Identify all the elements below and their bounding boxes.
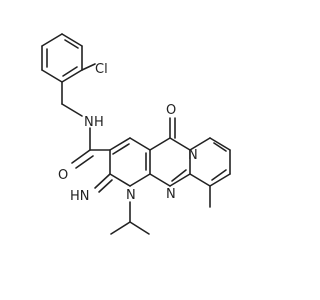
ch2-n-bond: [61, 103, 83, 117]
amide-nitrogen-label: N: [84, 115, 94, 130]
molecule-canvas: Cl N H O HN N O N N: [41, 33, 231, 235]
bridge-nitrogen-label: N: [188, 148, 198, 163]
ring-oxygen-label: O: [166, 103, 176, 118]
ring-nitrogen-isopropyl-label: N: [126, 188, 136, 203]
pyrimidine-ring: [149, 137, 191, 187]
molecule-structure: Cl N H O HN N O N N: [41, 33, 231, 235]
amide-hydrogen-label: H: [94, 115, 104, 130]
isopropyl-left: [110, 221, 131, 235]
pyrimidine-nitrogen-label: N: [166, 187, 176, 202]
imino-single: [94, 173, 111, 189]
amide-oxygen-label: O: [58, 168, 68, 183]
c-cl-bond: [81, 63, 96, 71]
chlorophenyl-ring: [41, 33, 83, 83]
chlorine-label: Cl: [95, 62, 108, 77]
pyridone-ring: [109, 137, 151, 187]
amide-carbonyl-single: [71, 149, 91, 164]
pyridine-ring: [189, 137, 231, 187]
imino-double: [98, 179, 113, 193]
imino-label: HN: [70, 189, 90, 204]
isopropyl-right: [129, 221, 150, 235]
amide-carbonyl-double: [75, 155, 94, 169]
